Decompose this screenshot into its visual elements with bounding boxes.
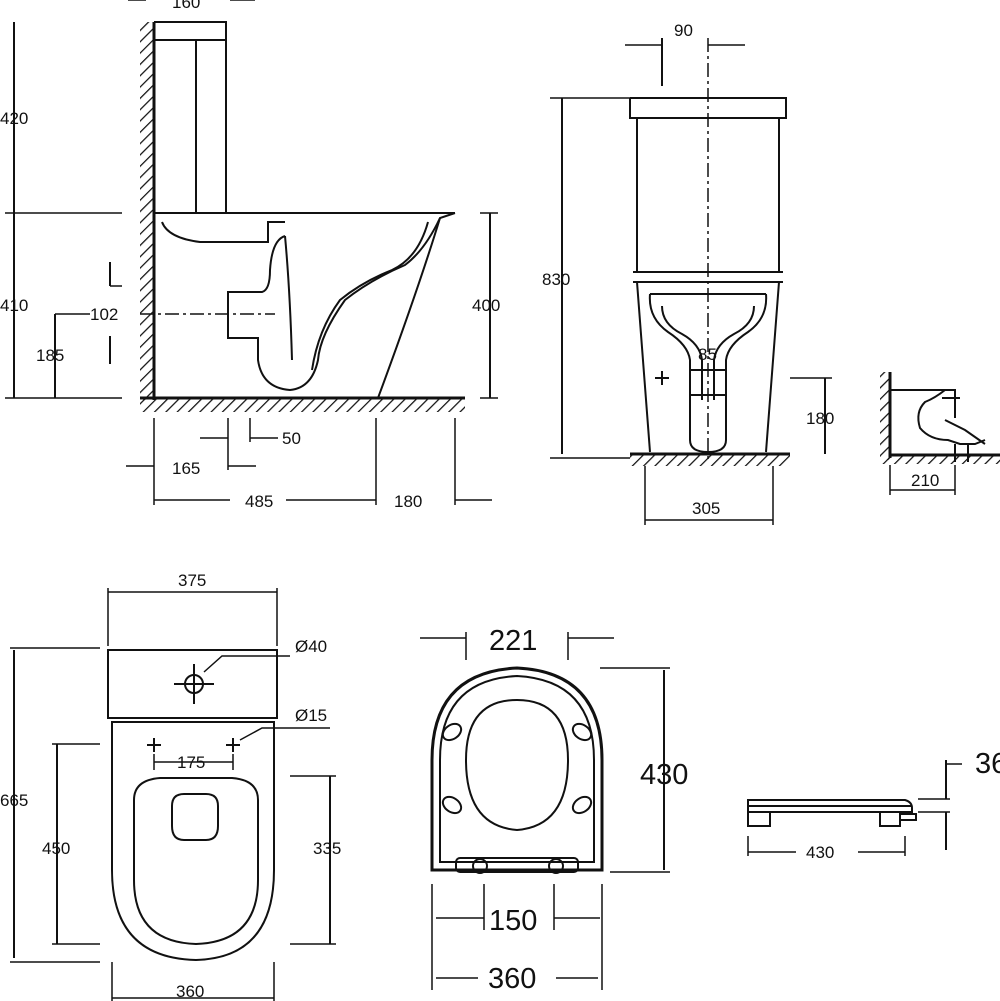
dim-button-offset: 90: [674, 21, 693, 40]
wall-hatch: [140, 22, 154, 400]
dim-seat-length: 335: [313, 839, 341, 858]
dim-seat-thickness: 36: [975, 748, 1000, 780]
dim-hole-small: Ø15: [295, 706, 327, 725]
dim-outlet-height: 185: [36, 346, 64, 365]
dim-total-length: 665: [0, 791, 28, 810]
floor-hatch: [140, 398, 465, 412]
seat-side-dimensions: 36 430: [747, 748, 1000, 862]
side-view: 160 420 410 102 185 400: [0, 0, 500, 511]
dim-seat-length-plan: 430: [640, 759, 688, 791]
pan-side: [154, 212, 456, 399]
dim-extra: 180: [394, 492, 422, 511]
detail-wall-hatch: [880, 372, 890, 460]
dim-length: 485: [245, 492, 273, 511]
dim-trap-height: 180: [806, 409, 834, 428]
front-dimensions: 90 830 85 180 305: [542, 21, 834, 525]
dim-seat-side-length: 430: [806, 843, 834, 862]
dim-fixing-distance: 175: [177, 753, 205, 772]
dim-outlet-diameter: 50: [282, 429, 301, 448]
cistern-side: [154, 21, 227, 213]
dim-tank-width: 375: [178, 571, 206, 590]
top-dimensions: 375 Ø40 Ø15 175 665 450: [0, 571, 341, 1001]
dim-outlet-detail-distance: 210: [911, 471, 939, 490]
dim-tank-height: 420: [0, 109, 28, 128]
pan-top: [111, 721, 275, 962]
dim-hole-large: Ø40: [295, 637, 327, 656]
dim-pan-length: 450: [42, 839, 70, 858]
dim-outlet-offset: 102: [90, 305, 118, 324]
dim-seat-width: 360: [488, 963, 536, 995]
seat-plan-view: 221 430 150 360: [420, 625, 688, 995]
seat-plan-dimensions: 221 430 150 360: [420, 625, 688, 995]
seat-side-view: 36 430: [747, 748, 1000, 862]
top-view: 375 Ø40 Ø15 175 665 450: [0, 571, 341, 1001]
dim-pan-width: 360: [176, 982, 204, 1001]
dim-outlet-distance: 165: [172, 459, 200, 478]
dim-base-width: 305: [692, 499, 720, 518]
dim-total-height: 830: [542, 270, 570, 289]
front-floor-hatch: [630, 454, 790, 466]
dim-pan-height: 410: [0, 296, 28, 315]
front-view: 90 830 85 180 305: [542, 21, 834, 525]
dim-hinge-distance: 150: [489, 905, 537, 937]
cistern-top: [107, 649, 278, 719]
dim-seat-top-width: 221: [489, 625, 537, 657]
dim-inner-width: 85: [698, 345, 717, 364]
dim-tank-depth: 160: [172, 0, 200, 12]
side-dimensions: 160 420 410 102 185 400: [0, 0, 500, 511]
dim-rim-height: 400: [472, 296, 500, 315]
outlet-detail: 210: [880, 372, 1000, 495]
